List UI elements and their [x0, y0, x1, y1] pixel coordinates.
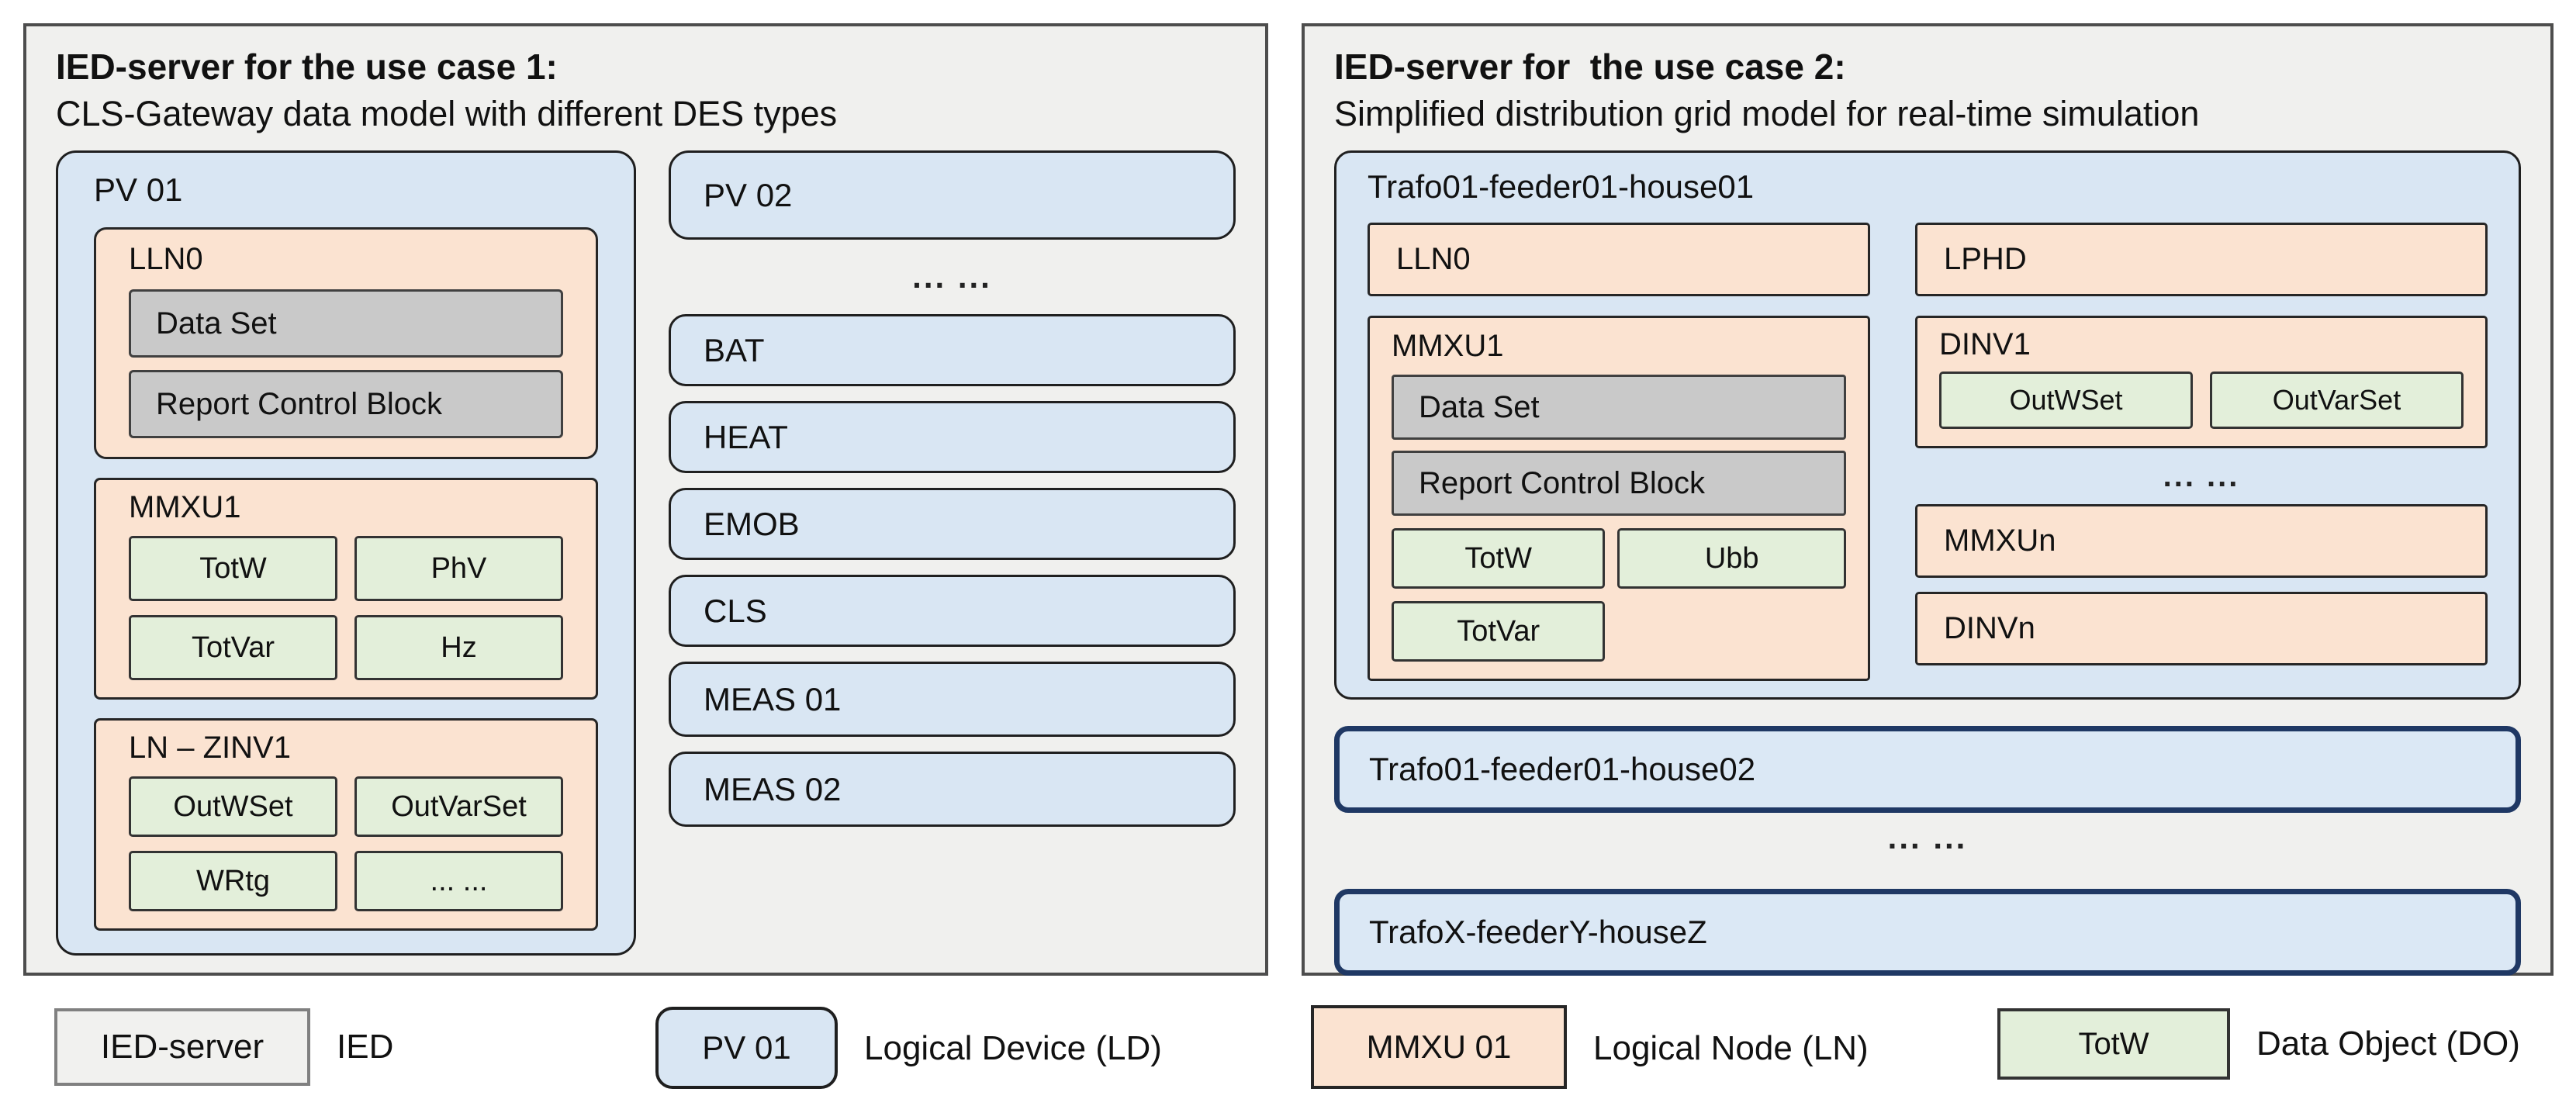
legend-label-ied: IED: [337, 1028, 394, 1066]
mmxu1-right-do-row2: TotVar: [1392, 601, 1846, 662]
right-panel-ellipsis: ... ...: [1887, 819, 1968, 856]
ied-server-panel-use-case-1: IED-server for the use case 1: CLS-Gatew…: [23, 23, 1268, 976]
data-object-totw: TotW: [129, 536, 337, 602]
logical-device-meas02: MEAS 02: [669, 752, 1236, 828]
logical-node-mmxu1-right: MMXU1 Data Set Report Control Block TotW…: [1368, 316, 1870, 682]
legend-swatch-pv01: PV 01: [655, 1007, 838, 1089]
data-object-totvar: TotVar: [129, 615, 337, 681]
data-object-phv: PhV: [354, 536, 563, 602]
legend-label-logical-node: Logical Node (LN): [1593, 1029, 1869, 1067]
logical-node-lphd: LPHD: [1915, 223, 2488, 297]
logical-node-mmxu1: MMXU1 TotW PhV TotVar Hz: [94, 478, 598, 700]
data-object-ellipsis: ... ...: [354, 851, 563, 912]
logical-device-pv01: PV 01 LLN0 Data Set Report Control Block…: [56, 150, 636, 956]
legend-item-ied: IED-server IED: [54, 1008, 393, 1086]
logical-device-bat: BAT: [669, 314, 1236, 387]
logical-node-lln0: LLN0 Data Set Report Control Block: [94, 227, 598, 460]
logical-node-dinv1: DINV1 OutWSet OutVarSet: [1915, 316, 2488, 449]
logical-device-house01: Trafo01-feeder01-house01 LLN0 MMXU1 Data…: [1334, 150, 2521, 700]
legend-item-logical-node: MMXU 01 Logical Node (LN): [1311, 1005, 1869, 1089]
logical-device-meas01: MEAS 01: [669, 662, 1236, 738]
house01-right-column: LPHD DINV1 OutWSet OutVarSet ... ... MMX…: [1915, 223, 2488, 681]
mmxu1-right-label: MMXU1: [1392, 329, 1504, 364]
data-object-outwset: OutWSet: [129, 776, 337, 838]
data-set-block-right: Data Set: [1392, 375, 1846, 441]
logical-device-column: PV 02 ... ... BAT HEAT EMOB CLS MEAS 01 …: [669, 150, 1236, 956]
house01-body: LLN0 MMXU1 Data Set Report Control Block…: [1368, 223, 2488, 682]
left-panel-body: PV 01 LLN0 Data Set Report Control Block…: [56, 150, 1236, 956]
data-object-outvarset: OutVarSet: [354, 776, 563, 838]
legend-swatch-ied-server: IED-server: [54, 1008, 310, 1086]
logical-device-cls: CLS: [669, 575, 1236, 648]
data-set-block: Data Set: [129, 289, 563, 358]
right-panel-title: IED-server for the use case 2:: [1334, 47, 1846, 87]
ied-server-panel-use-case-2: IED-server for the use case 2: Simplifie…: [1302, 23, 2554, 976]
legend-swatch-mmxu01: MMXU 01: [1311, 1005, 1567, 1089]
right-panel-subtitle: Simplified distribution grid model for r…: [1334, 93, 2200, 133]
report-control-block: Report Control Block: [129, 370, 563, 439]
dinv1-do-row: OutWSet OutVarSet: [1939, 372, 2464, 430]
data-object-totw-right: TotW: [1392, 528, 1606, 589]
legend-swatch-totw: TotW: [1997, 1008, 2230, 1080]
data-object-outvarset-right: OutVarSet: [2210, 372, 2464, 430]
logical-node-lln0-right: LLN0: [1368, 223, 1870, 297]
legend-item-logical-device: PV 01 Logical Device (LD): [655, 1007, 1162, 1089]
zinv1-data-objects: OutWSet OutVarSet WRtg ... ...: [129, 776, 563, 912]
logical-device-emob: EMOB: [669, 488, 1236, 561]
left-panel-subtitle: CLS-Gateway data model with different DE…: [56, 93, 838, 133]
house01-ellipsis: ... ...: [2163, 458, 2240, 493]
lln0-label: LLN0: [129, 242, 203, 277]
dinv1-label: DINV1: [1939, 327, 2031, 362]
data-object-totvar-right: TotVar: [1392, 601, 1606, 662]
legend-label-logical-device: Logical Device (LD): [864, 1029, 1162, 1067]
data-object-outwset-right: OutWSet: [1939, 372, 2193, 430]
logical-device-house02: Trafo01-feeder01-house02: [1334, 726, 2521, 814]
pv01-label: PV 01: [94, 171, 183, 209]
logical-node-zinv1: LN – ZINV1 OutWSet OutVarSet WRtg ... ..…: [94, 718, 598, 931]
logical-node-dinvn: DINVn: [1915, 592, 2488, 666]
logical-device-pv02: PV 02: [669, 150, 1236, 240]
zinv1-label: LN – ZINV1: [129, 731, 291, 766]
mmxu1-label: MMXU1: [129, 490, 241, 525]
logical-node-mmxun: MMXUn: [1915, 504, 2488, 579]
data-object-hz: Hz: [354, 615, 563, 681]
left-panel-title: IED-server for the use case 1:: [56, 47, 558, 87]
legend-item-data-object: TotW Data Object (DO): [1997, 1008, 2520, 1080]
legend-label-data-object: Data Object (DO): [2256, 1025, 2520, 1063]
house01-left-column: LLN0 MMXU1 Data Set Report Control Block…: [1368, 223, 1870, 682]
mmxu1-right-do-row: TotW Ubb: [1392, 528, 1846, 589]
report-control-block-right: Report Control Block: [1392, 451, 1846, 517]
logical-device-heat: HEAT: [669, 401, 1236, 474]
mmxu1-data-objects: TotW PhV TotVar Hz: [129, 536, 563, 681]
ld-column-ellipsis: ... ...: [912, 258, 992, 296]
house01-label: Trafo01-feeder01-house01: [1368, 168, 1755, 206]
data-object-ubb: Ubb: [1617, 528, 1846, 589]
data-object-wrtg: WRtg: [129, 851, 337, 912]
logical-device-housez: TrafoX-feederY-houseZ: [1334, 889, 2521, 976]
